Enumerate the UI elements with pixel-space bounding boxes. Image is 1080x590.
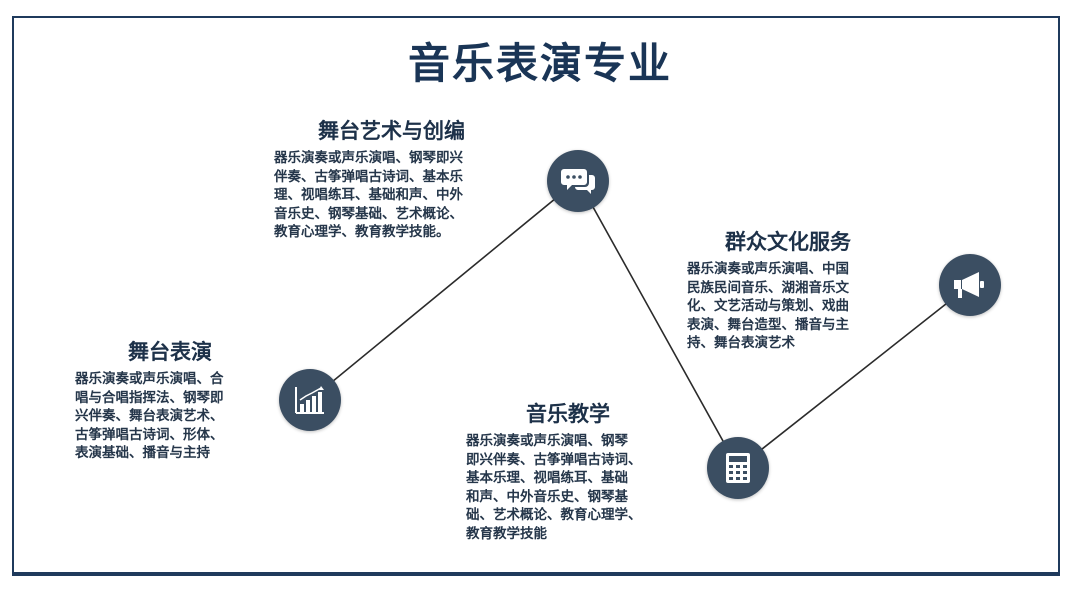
bar-chart-icon [295,386,324,414]
description-line: 教育教学技能 [466,525,547,542]
node-public-culture-service [939,254,1001,316]
description-line: 表演、舞台造型、播音与主 [687,316,849,333]
node-stage-art-creation [547,150,609,212]
section-description: 器乐演奏或声乐演唱、钢琴 即兴伴奏、古筝弹唱古诗词、 基本乐理、视唱练耳、基础 … [466,432,696,543]
section-description: 器乐演奏或声乐演唱、中国 民族民间音乐、湖湘音乐文 化、文艺活动与策划、戏曲 表… [687,260,907,353]
description-line: 器乐演奏或声乐演唱、钢琴 [466,433,628,449]
description-line: 伴奏、古筝弹唱古诗词、基本乐 [274,168,463,185]
node-stage-performance [279,369,341,431]
zigzag-connector [309,178,971,470]
description-line: 表演基础、播音与主持 [75,445,210,461]
description-line: 和声、中外音乐史、钢琴基 [466,488,628,505]
section-title: 群众文化服务 [725,230,851,254]
description-line: 教育心理学、教育教学技能。 [274,224,450,240]
chat-bubbles-icon [561,169,595,194]
description-line: 器乐演奏或声乐演唱、中国 [687,261,849,277]
description-line: 器乐演奏或声乐演唱、钢琴即兴 [274,150,463,166]
section-title: 舞台艺术与创编 [318,119,465,143]
node-music-teaching [707,437,769,499]
description-line: 即兴伴奏、古筝弹唱古诗词、 [466,451,642,468]
section-description: 器乐演奏或声乐演唱、钢琴即兴 伴奏、古筝弹唱古诗词、基本乐 理、视唱练耳、基础和… [274,149,534,242]
description-line: 器乐演奏或声乐演唱、合 [75,371,224,387]
description-line: 唱与合唱指挥法、钢琴即 [75,389,224,406]
description-line: 民族民间音乐、湖湘音乐文 [687,279,849,296]
section-title: 音乐教学 [526,402,610,426]
description-line: 音乐史、钢琴基础、艺术概论、 [274,205,463,222]
description-line: 兴伴奏、舞台表演艺术、 [75,408,224,424]
megaphone-icon [954,272,984,298]
calculator-icon [726,453,750,483]
page-frame [12,16,1060,576]
description-line: 持、舞台表演艺术 [687,335,795,351]
section-description: 器乐演奏或声乐演唱、合 唱与合唱指挥法、钢琴即 兴伴奏、舞台表演艺术、 古筝弹唱… [75,370,275,463]
section-stage-performance: 舞台表演 器乐演奏或声乐演唱、合 唱与合唱指挥法、钢琴即 兴伴奏、舞台表演艺术、… [75,336,275,463]
description-line: 理、视唱练耳、基础和声、中外 [274,187,463,203]
description-line: 础、艺术概论、教育心理学、 [466,507,642,523]
description-line: 基本乐理、视唱练耳、基础 [466,470,628,486]
section-public-culture-service: 群众文化服务 器乐演奏或声乐演唱、中国 民族民间音乐、湖湘音乐文 化、文艺活动与… [687,226,907,353]
section-stage-art-creation: 舞台艺术与创编 器乐演奏或声乐演唱、钢琴即兴 伴奏、古筝弹唱古诗词、基本乐 理、… [274,115,534,242]
description-line: 化、文艺活动与策划、戏曲 [687,298,849,314]
page-title: 音乐表演专业 [407,39,672,88]
description-line: 古筝弹唱古诗词、形体、 [75,426,224,443]
section-title: 舞台表演 [128,340,212,364]
section-music-teaching: 音乐教学 器乐演奏或声乐演唱、钢琴 即兴伴奏、古筝弹唱古诗词、 基本乐理、视唱练… [466,398,696,543]
